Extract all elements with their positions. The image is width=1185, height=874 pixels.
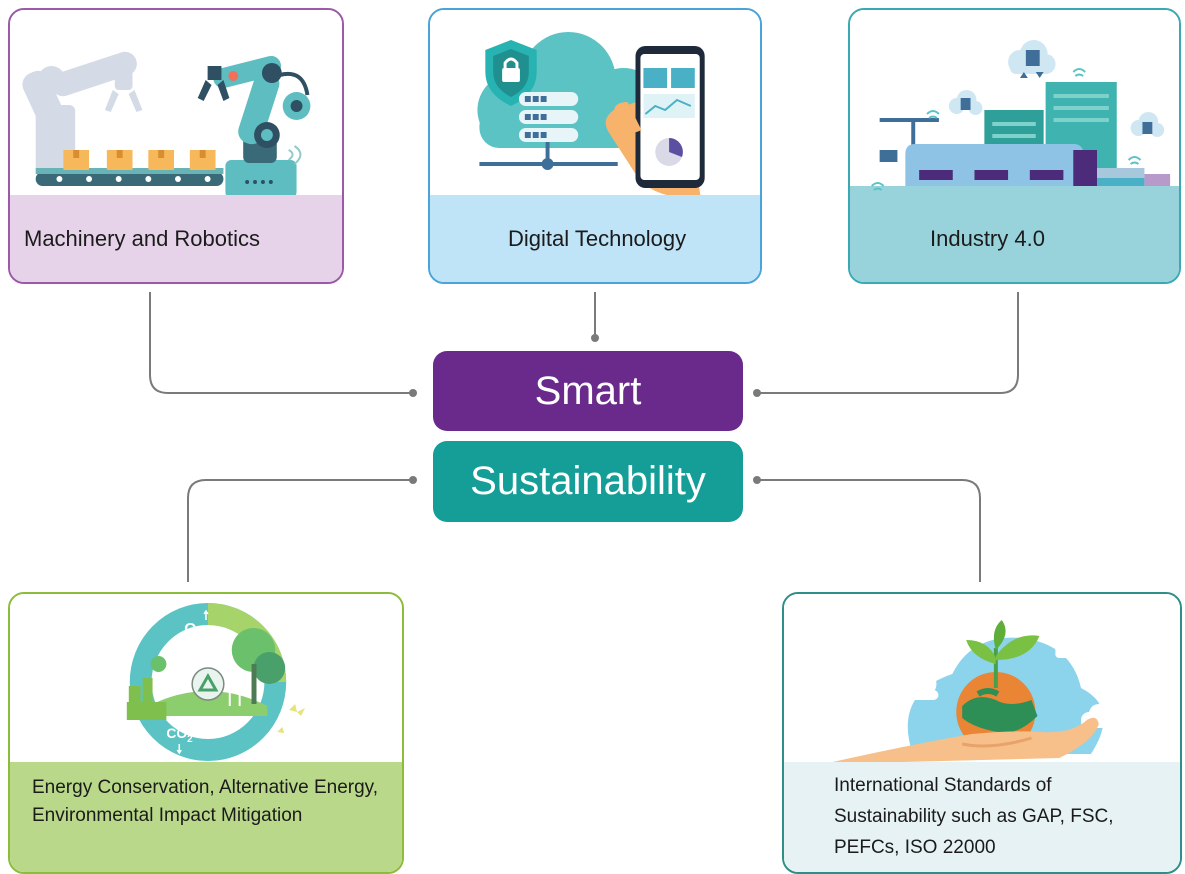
- connector-energy: [187, 479, 413, 582]
- machinery-caption: Machinery and Robotics: [10, 195, 342, 282]
- connector-standards: [757, 479, 981, 582]
- digital-caption: Digital Technology: [430, 195, 760, 282]
- card-international-standards: International Standards of Sustainabilit…: [782, 592, 1182, 874]
- earth-seedling-hand-illustration: [784, 594, 1180, 766]
- card-digital-technology: Digital Technology: [428, 8, 762, 284]
- card-machinery-robotics: Machinery and Robotics: [8, 8, 344, 284]
- connector-industry: [757, 292, 1019, 394]
- co2-label: CO2: [166, 725, 193, 745]
- eco-cycle-illustration: O2 CO2: [10, 594, 402, 766]
- sustainability-label: Sustainability: [433, 441, 743, 522]
- smart-factory-illustration: [850, 10, 1179, 199]
- connector-machinery: [149, 292, 413, 394]
- industry-caption: Industry 4.0: [850, 195, 1179, 282]
- cloud-phone-illustration: [430, 10, 760, 199]
- energy-caption: Energy Conservation, Alternative Energy,…: [10, 762, 402, 872]
- card-industry-4: Industry 4.0: [848, 8, 1181, 284]
- robot-arms-illustration: [10, 10, 342, 199]
- o2-label: O2: [184, 621, 202, 641]
- smart-label: Smart: [433, 351, 743, 431]
- standards-caption: International Standards of Sustainabilit…: [784, 762, 1180, 872]
- card-energy-conservation: O2 CO2 Energy Conservation, Alternative …: [8, 592, 404, 874]
